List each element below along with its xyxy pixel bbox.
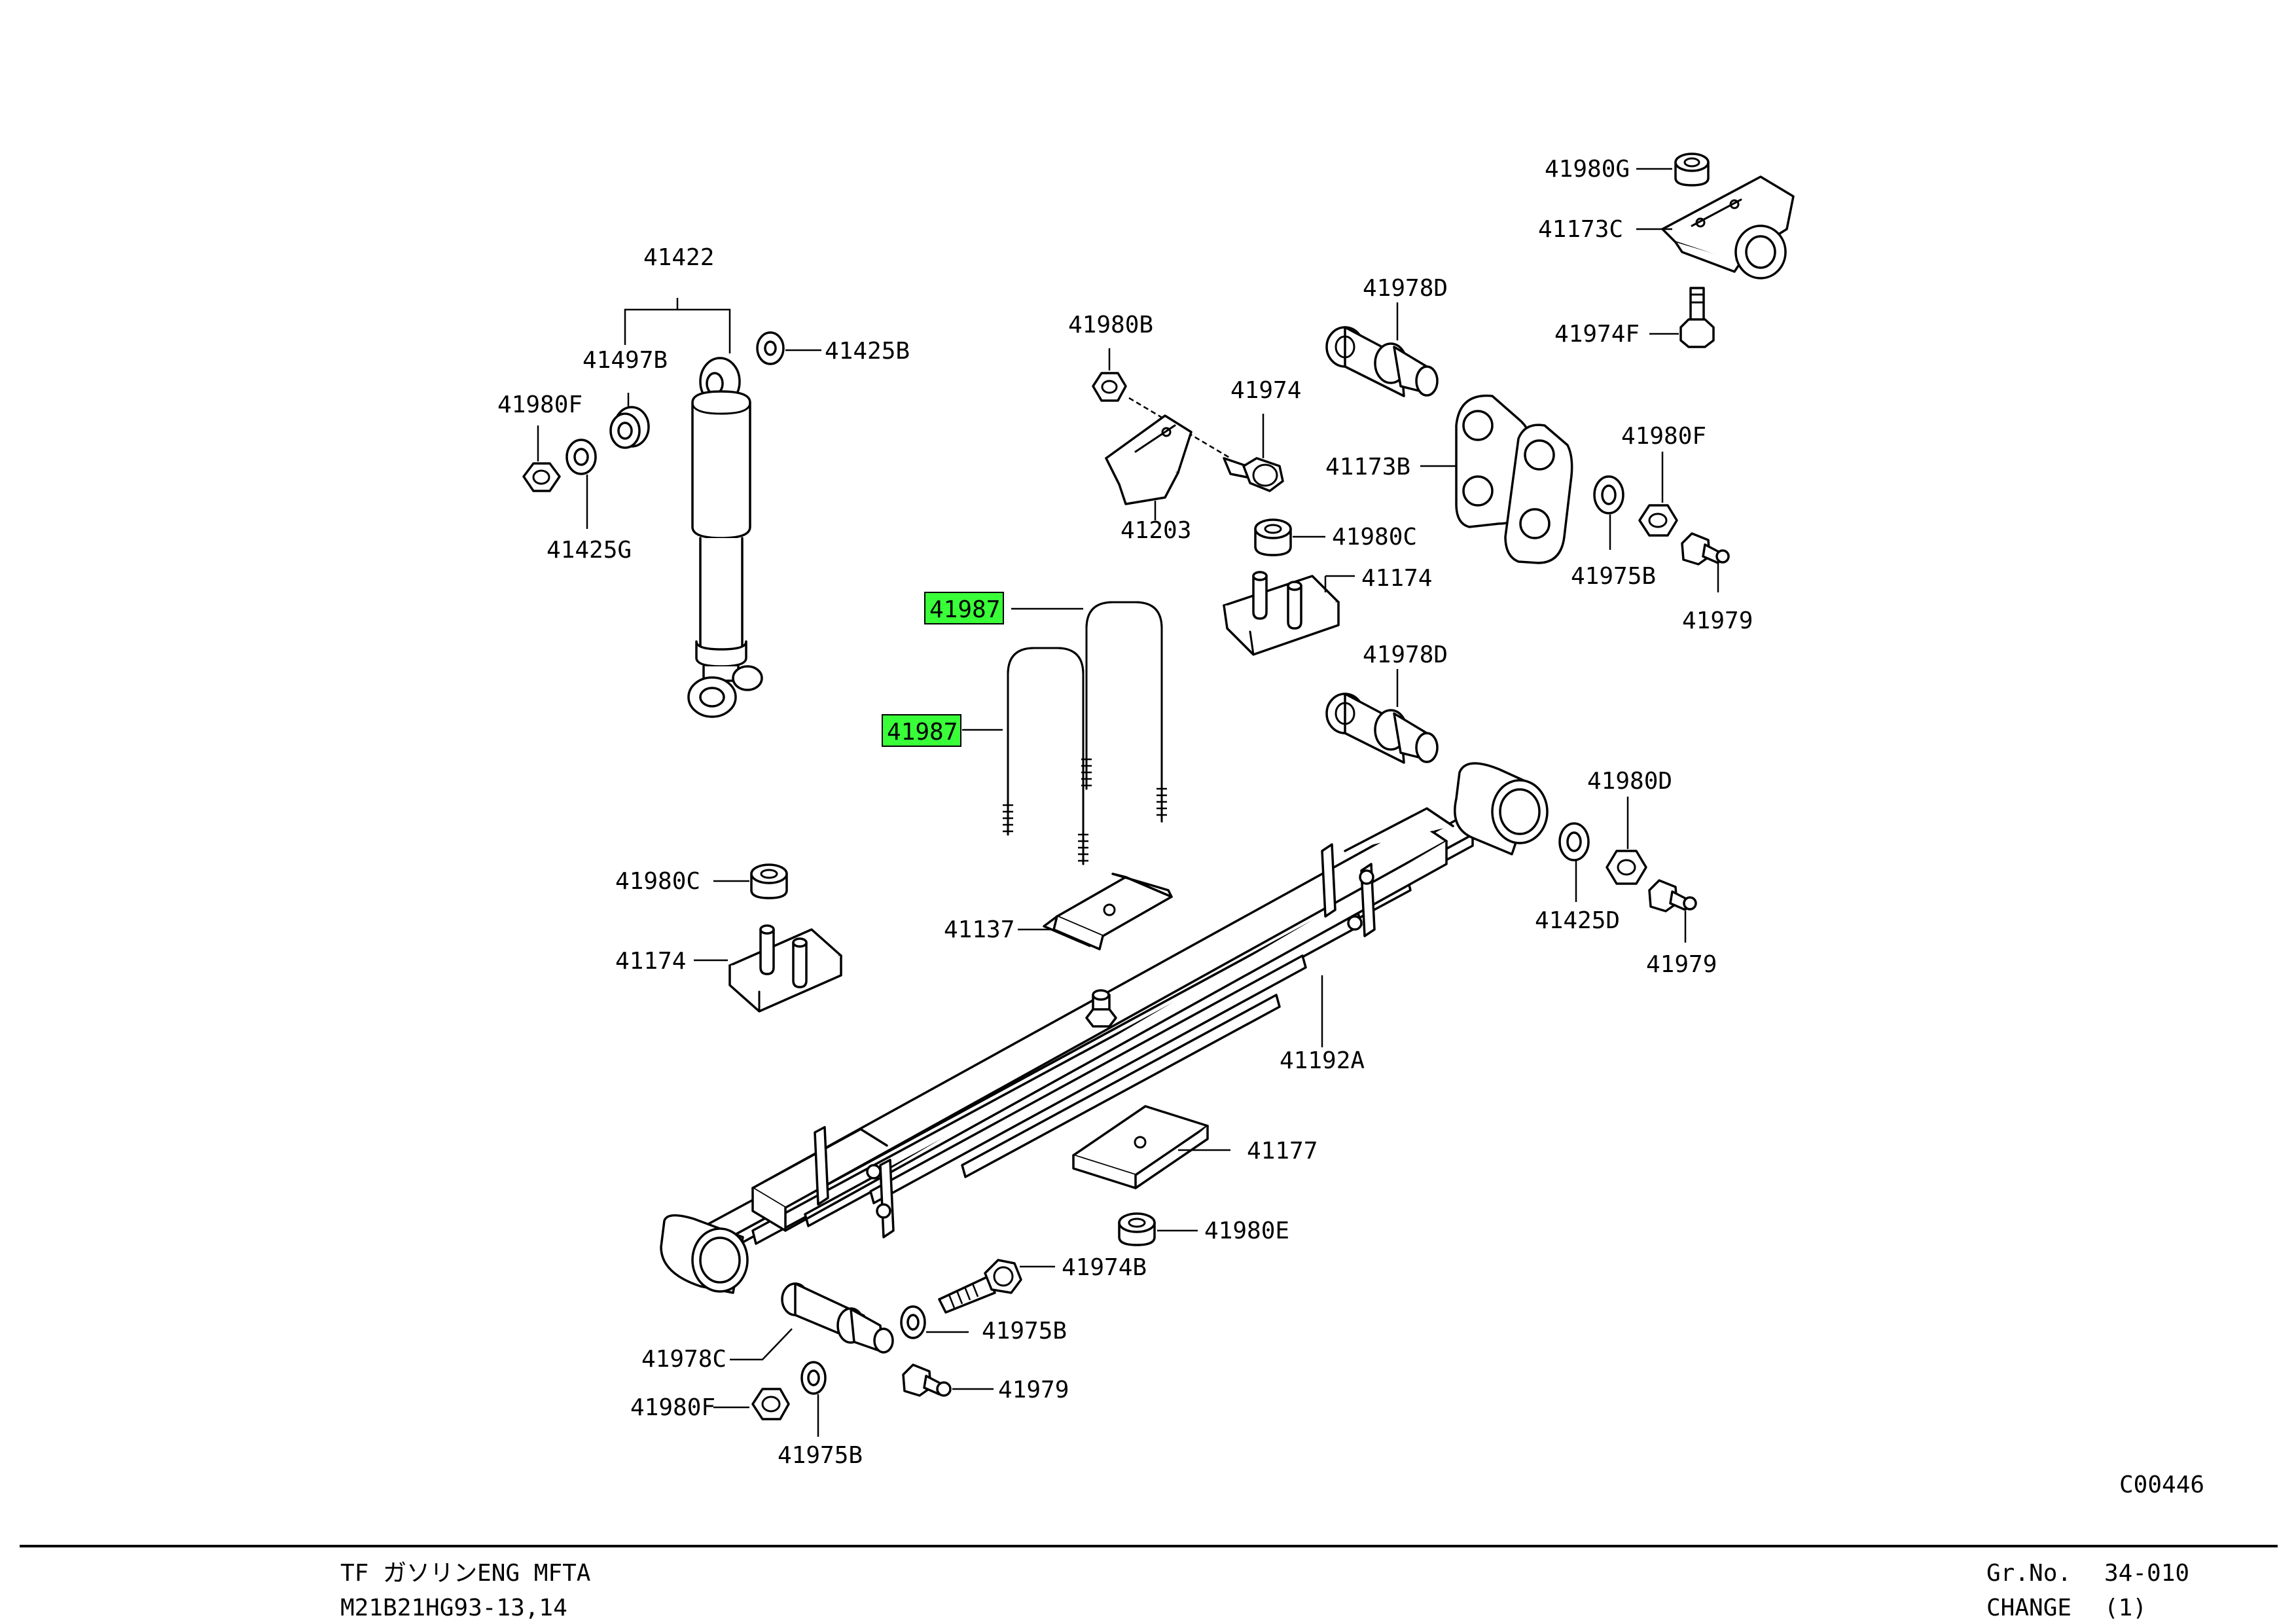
label-41980c-top[interactable]: 41980C (1332, 524, 1417, 550)
washer-41975b-right-part[interactable] (1593, 475, 1624, 514)
u-bolt-seat-41137-part[interactable] (1043, 873, 1173, 950)
label-41177[interactable]: 41177 (1247, 1138, 1318, 1164)
highlight-41987-a (924, 592, 1004, 624)
label-41425d[interactable]: 41425D (1535, 907, 1620, 934)
u-bolt-threads (1003, 758, 1167, 862)
model-line-1: TF ガソリンENG MFTA (340, 1560, 591, 1587)
label-41980c-left[interactable]: 41980C (615, 868, 700, 895)
spring-plate-41177-part[interactable] (1072, 1105, 1209, 1189)
model-line-2: M21B21HG93-13,14 (340, 1595, 567, 1621)
spring-pin-41978c-part[interactable] (781, 1282, 894, 1354)
label-41978c[interactable]: 41978C (641, 1346, 726, 1373)
shackle-plate-41173b-part[interactable] (1455, 394, 1573, 564)
bump-stopper-41203-part[interactable] (1105, 414, 1193, 505)
bolt-41974-part[interactable] (1223, 457, 1284, 492)
label-41974f[interactable]: 41974F (1554, 321, 1640, 348)
u-bolt-41987-front-part[interactable] (1007, 647, 1085, 865)
washer-41975b-bottom2-part[interactable] (800, 1361, 827, 1395)
bushing-41497b-part[interactable] (609, 406, 650, 449)
leaf-spring-41192a-part[interactable] (660, 762, 1549, 1294)
nut-41980d-part[interactable] (1605, 850, 1647, 885)
nut-41980f-bottom-part[interactable] (751, 1388, 790, 1420)
grease-nipple-41979-right-part[interactable] (1681, 532, 1730, 566)
grease-nipple-41979-mid-part[interactable] (1648, 879, 1697, 912)
nut-41980f-right-part[interactable] (1638, 504, 1678, 537)
label-41192a[interactable]: 41192A (1280, 1047, 1365, 1074)
label-41980g[interactable]: 41980G (1545, 156, 1630, 183)
label-41980b[interactable]: 41980B (1068, 312, 1153, 338)
washer-41425d-part[interactable] (1558, 822, 1590, 861)
label-41975b-right[interactable]: 41975B (1571, 563, 1656, 590)
washer-41425g-part[interactable] (565, 439, 597, 475)
label-41980e[interactable]: 41980E (1204, 1218, 1289, 1244)
shackle-bracket-41173c-part[interactable] (1661, 175, 1795, 280)
shackle-pin-41978d-top-part[interactable] (1325, 326, 1439, 397)
group-label: Gr.No. (1986, 1560, 2072, 1587)
label-41980f-right[interactable]: 41980F (1621, 423, 1706, 450)
label-41987-a[interactable]: 41987 (929, 596, 1000, 623)
label-41425g[interactable]: 41425G (547, 537, 632, 564)
rubber-pad-41174-left-part[interactable] (728, 924, 842, 1013)
label-41978d-top[interactable]: 41978D (1363, 275, 1448, 302)
highlight-41987-b (882, 714, 961, 747)
label-41980f-bottom[interactable]: 41980F (630, 1394, 715, 1421)
grease-nipple-41979-bottom-part[interactable] (902, 1363, 952, 1397)
label-41173c[interactable]: 41173C (1538, 216, 1623, 243)
label-41978d-mid[interactable]: 41978D (1363, 641, 1448, 668)
diagram-code: C00446 (2119, 1471, 2204, 1498)
nut-41980e-part[interactable] (1118, 1212, 1156, 1246)
label-41137[interactable]: 41137 (944, 916, 1014, 943)
nut-41980b-part[interactable] (1092, 372, 1127, 402)
label-41174-left[interactable]: 41174 (615, 948, 686, 975)
label-41979-mid[interactable]: 41979 (1646, 951, 1717, 978)
shock-absorber-part[interactable] (624, 298, 763, 718)
nut-41980c-left-part[interactable] (750, 863, 788, 899)
part-labels: 41980G 41173C 41974F 41978D 41173B 41980… (497, 156, 1753, 1469)
washer-41975b-bottom-part[interactable] (900, 1305, 926, 1339)
bolt-41974b-part[interactable] (938, 1259, 1022, 1314)
label-41173b[interactable]: 41173B (1325, 454, 1410, 480)
label-41425b[interactable]: 41425B (825, 338, 910, 365)
group-number: 34-010 (2104, 1560, 2189, 1587)
rubber-pad-41174-top-part[interactable] (1223, 571, 1340, 656)
nut-41980g-part[interactable] (1674, 153, 1710, 187)
bolt-41974f-part[interactable] (1679, 287, 1715, 348)
change-label: CHANGE (1986, 1595, 2072, 1621)
label-41975b-bottom[interactable]: 41975B (982, 1318, 1067, 1344)
nut-41980f-left-part[interactable] (522, 462, 561, 492)
label-41979-right[interactable]: 41979 (1682, 607, 1753, 634)
washer-41425b-part[interactable] (756, 331, 785, 365)
label-41980d[interactable]: 41980D (1587, 768, 1672, 795)
label-41974[interactable]: 41974 (1230, 377, 1301, 404)
label-41980f-left[interactable]: 41980F (497, 391, 583, 418)
label-41497b[interactable]: 41497B (583, 347, 668, 374)
label-41203[interactable]: 41203 (1121, 517, 1191, 544)
label-41975b-bottom2[interactable]: 41975B (778, 1442, 863, 1469)
label-41174-top[interactable]: 41174 (1361, 565, 1432, 592)
label-41422[interactable]: 41422 (643, 244, 714, 271)
change-value: (1) (2104, 1595, 2147, 1621)
u-bolt-41987-rear-part[interactable] (1085, 601, 1163, 823)
label-41987-b[interactable]: 41987 (887, 719, 958, 746)
label-41979-bottom[interactable]: 41979 (998, 1377, 1069, 1403)
label-41974b[interactable]: 41974B (1062, 1254, 1147, 1281)
nut-41980c-top-part[interactable] (1254, 518, 1292, 556)
spring-pin-41978d-mid-part[interactable] (1325, 693, 1439, 764)
